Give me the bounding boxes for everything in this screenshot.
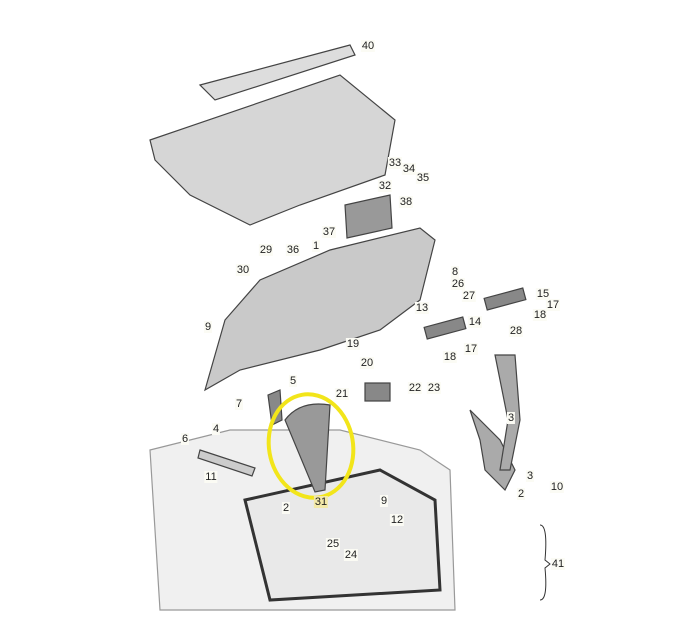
part-callout-19: 19 <box>345 338 361 350</box>
part-callout-3: 3 <box>506 412 516 424</box>
part-callout-33: 33 <box>387 157 403 169</box>
part-callout-10: 10 <box>549 481 565 493</box>
part-callout-38: 38 <box>398 196 414 208</box>
part-callout-23: 23 <box>426 382 442 394</box>
part-callout-3: 3 <box>525 470 535 482</box>
part-callout-14: 14 <box>467 316 483 328</box>
part-callout-18: 18 <box>442 351 458 363</box>
part-callout-27: 27 <box>461 290 477 302</box>
part-callout-24: 24 <box>343 549 359 561</box>
part-callout-9: 9 <box>379 495 389 507</box>
part-callout-4: 4 <box>211 423 221 435</box>
part-callout-37: 37 <box>321 226 337 238</box>
part-callout-13: 13 <box>414 302 430 314</box>
part-callout-20: 20 <box>359 357 375 369</box>
part-callout-1: 1 <box>311 240 321 252</box>
part-callout-17: 17 <box>545 299 561 311</box>
part-callout-2: 2 <box>516 488 526 500</box>
part-callout-26: 26 <box>450 278 466 290</box>
part-callout-2: 2 <box>281 502 291 514</box>
part-callout-34: 34 <box>401 163 417 175</box>
part-callout-35: 35 <box>415 172 431 184</box>
part-callout-15: 15 <box>535 288 551 300</box>
glass-pane <box>198 44 356 101</box>
part-callout-7: 7 <box>234 398 244 410</box>
part-callout-41: 41 <box>550 558 566 570</box>
part-callout-32: 32 <box>377 180 393 192</box>
bracket-41 <box>539 524 551 601</box>
part-callout-36: 36 <box>285 244 301 256</box>
part-callout-22: 22 <box>407 382 423 394</box>
part-callout-40: 40 <box>360 40 376 52</box>
part-callout-31: 31 <box>313 496 329 508</box>
part-callout-30: 30 <box>235 264 251 276</box>
license-plate <box>344 194 393 239</box>
part-callout-18: 18 <box>532 309 548 321</box>
part-callout-9: 9 <box>203 321 213 333</box>
part-callout-21: 21 <box>334 388 350 400</box>
hinge-left-arc <box>284 403 331 493</box>
part-callout-29: 29 <box>258 244 274 256</box>
handle-15 <box>483 287 527 311</box>
lock-module <box>364 382 391 402</box>
part-callout-12: 12 <box>389 514 405 526</box>
part-callout-6: 6 <box>180 433 190 445</box>
part-callout-17: 17 <box>463 343 479 355</box>
part-callout-5: 5 <box>288 375 298 387</box>
trunk-lid-inner <box>204 227 436 392</box>
trunk-lid-outer <box>149 74 396 226</box>
part-callout-8: 8 <box>450 266 460 278</box>
handle-14 <box>423 316 467 340</box>
part-callout-25: 25 <box>325 538 341 550</box>
part-callout-11: 11 <box>204 471 218 483</box>
hinge-left-arc2 <box>267 389 283 426</box>
gas-strut <box>197 449 256 477</box>
part-callout-28: 28 <box>508 325 524 337</box>
trunk-opening <box>243 468 442 602</box>
